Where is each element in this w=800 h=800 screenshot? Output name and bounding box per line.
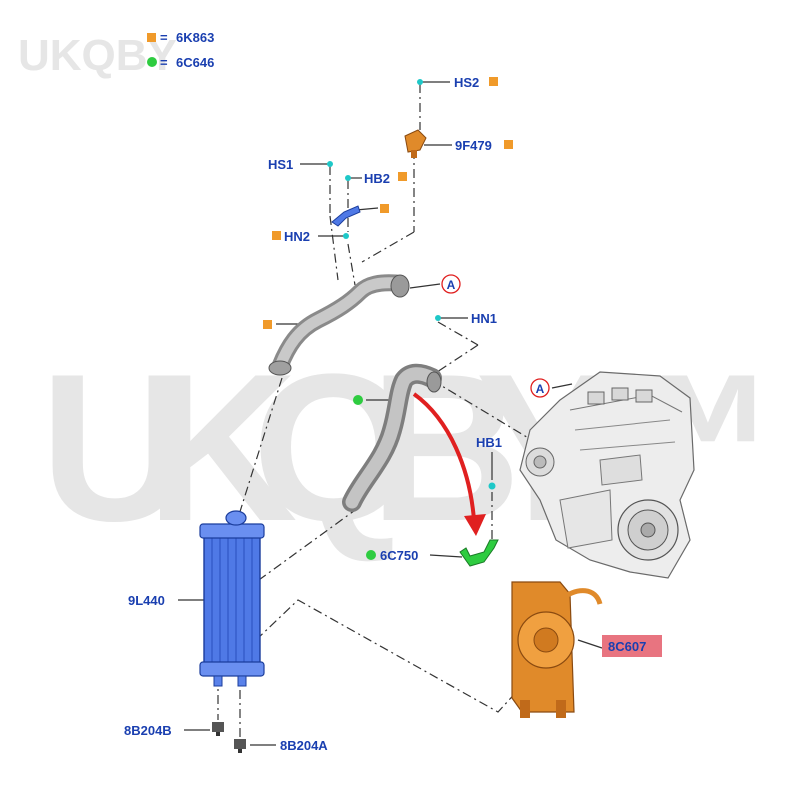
bracket-hb2 [331,205,361,227]
legend-orange-marker [147,33,156,42]
legend-orange-code: 6K863 [176,30,214,45]
fastener-hn2 [343,233,349,239]
fasteners [327,79,496,490]
bolt-8b204a [234,739,246,753]
lower-hose [342,363,442,512]
label-hb2: HB2 [364,171,390,186]
marker-9f479 [504,140,513,149]
label-hn2: HN2 [284,229,310,244]
fastener-hs2 [417,79,423,85]
orange-markers [263,77,513,329]
highlight-8c607 [602,635,662,657]
label-9f479: 9F479 [455,138,492,153]
legend: = 6K863 = 6C646 [147,30,214,70]
label-hb1: HB1 [476,435,502,450]
legend-green-code: 6C646 [176,55,214,70]
label-6c750: 6C750 [380,548,418,563]
marker-6c750 [366,550,376,560]
fastener-hb2 [345,175,351,181]
red-arrow [412,392,486,536]
marker-hb2 [398,172,407,181]
leader-lines [178,81,603,746]
fastener-hs1 [327,161,333,167]
legend-equals-2: = [160,55,168,70]
bolt-8b204b [212,722,224,736]
intercooler-9l440 [199,510,265,687]
label-hs2: HS2 [454,75,479,90]
label-8b204a: 8B204A [280,738,328,753]
bolts [212,722,246,753]
marker-lower-hose [353,395,363,405]
fastener-hn1 [435,315,441,321]
label-8b204b: 8B204B [124,723,172,738]
label-hs1: HS1 [268,157,293,172]
view-a-upper: A [441,274,461,294]
sensor-9f479 [404,129,427,158]
upper-hose [268,274,410,376]
fan-shroud-8c607 [511,581,603,718]
clip-6c750 [459,539,499,567]
legend-equals-1: = [160,30,168,45]
view-a-engine: A [530,378,550,398]
marker-hn2 [272,231,281,240]
legend-green-marker [147,57,157,67]
label-hn1: HN1 [471,311,497,326]
view-a-upper-label: A [447,278,456,292]
view-a-engine-label: A [536,382,545,396]
marker-bracket [380,204,389,213]
fastener-hb1 [488,482,496,490]
engine-block [519,371,695,579]
marker-upper-hose [263,320,272,329]
label-8c607: 8C607 [608,639,646,654]
label-9l440: 9L440 [128,593,165,608]
marker-hs2 [489,77,498,86]
